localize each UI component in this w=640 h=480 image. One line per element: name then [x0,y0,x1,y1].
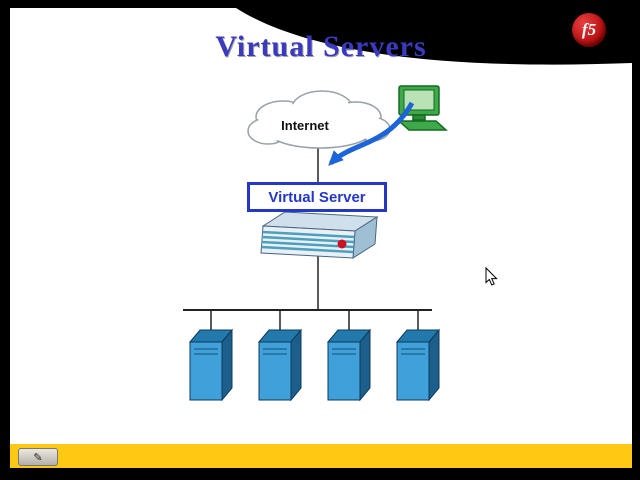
server-tower-4 [395,328,441,402]
slide-swoosh-decoration [236,8,632,65]
server-farm [188,328,441,402]
server-tower-3 [326,328,372,402]
bigip-device-icon [260,211,379,259]
virtual-server-label: Virtual Server [268,188,366,206]
f5-logo-icon: f5 [572,13,606,47]
internet-label: Internet [281,118,329,133]
bottom-toolbar: ✎ [10,444,632,468]
internet-cloud-fill [250,93,388,146]
pen-tool-button[interactable]: ✎ [18,448,58,466]
f5-logo-text: f5 [581,20,597,39]
server-tower-1 [188,328,234,402]
server-tower-2 [257,328,303,402]
pen-tool-icon: ✎ [33,451,43,464]
connector-lines [183,148,432,332]
virtual-server-box: Virtual Server [247,182,387,212]
traffic-arrow [328,101,415,166]
slide-title: Virtual Servers [215,30,427,63]
device-f5-badge-icon [337,239,347,249]
